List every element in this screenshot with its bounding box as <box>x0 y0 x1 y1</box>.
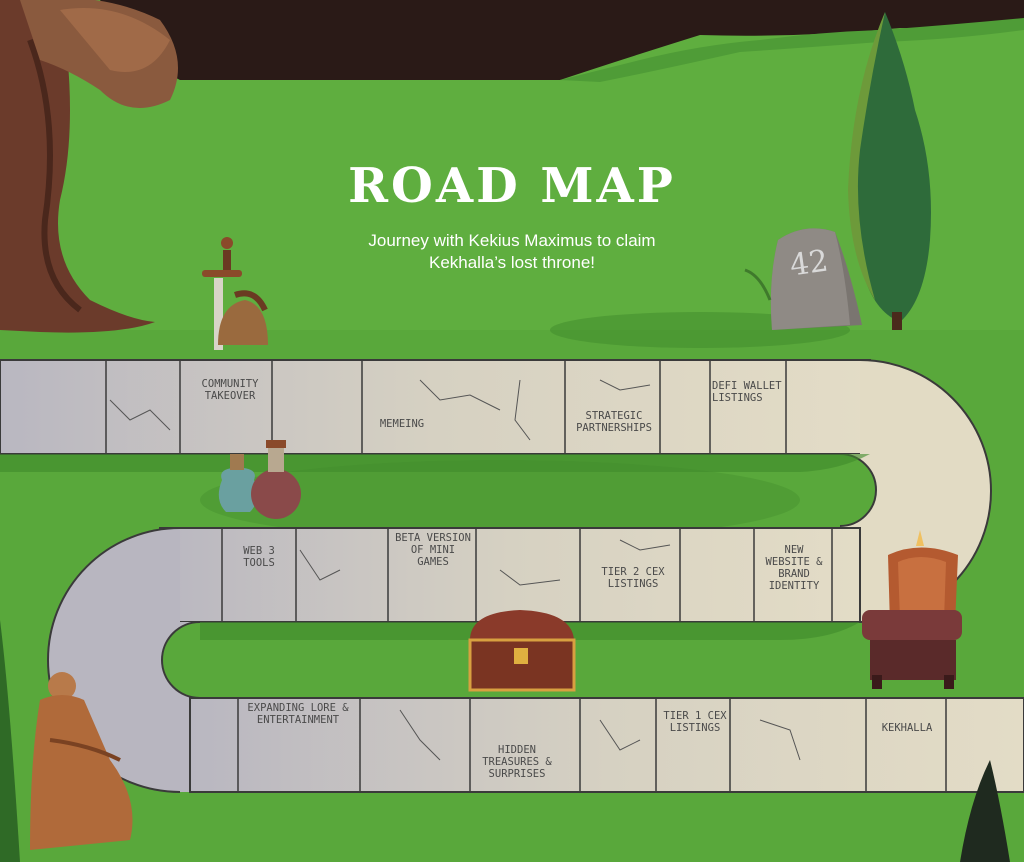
page-title: ROAD MAP <box>348 158 676 214</box>
dark-sky <box>0 0 1024 80</box>
milestone-web3-tools: WEB 3 TOOLS <box>243 545 275 569</box>
milestone-stone-illustration <box>744 228 862 330</box>
tree-illustration <box>0 0 179 333</box>
milestone-expanding-lore: EXPANDING LORE & ENTERTAINMENT <box>247 702 349 726</box>
milestone-hidden-treasures: HIDDEN TREASURES & SURPRISES <box>482 744 552 780</box>
milestone-memeing: MEMEING <box>379 418 425 430</box>
milestone-beta-mini-games: BETA VERSION OF MINI GAMES <box>395 532 471 568</box>
milestone-defi-wallet-listings: DEFI WALLET LISTINGS <box>712 380 782 404</box>
sword-helmet-illustration <box>202 237 268 350</box>
stone-path <box>0 359 1024 793</box>
milestone-strategic-partnerships: STRATEGIC PARTNERSHIPS <box>576 410 652 434</box>
milestone-kekhalla: KEKHALLA <box>881 722 933 734</box>
page-subtitle: Journey with Kekius Maximus to claim Kek… <box>368 231 656 272</box>
milestone-tier1-cex: TIER 1 CEX LISTINGS <box>663 710 727 734</box>
statue-illustration <box>30 672 133 850</box>
treasure-chest-illustration <box>468 610 576 692</box>
milestone-new-website: NEW WEBSITE & BRAND IDENTITY <box>765 544 823 592</box>
stone-number: 42 <box>787 243 831 284</box>
cypress-tree-illustration <box>848 12 931 330</box>
milestone-tier2-cex: TIER 2 CEX LISTINGS <box>601 566 665 590</box>
potions-illustration <box>218 440 301 519</box>
throne-illustration <box>862 530 962 689</box>
milestone-community-takeover: COMMUNITY TAKEOVER <box>201 378 259 402</box>
